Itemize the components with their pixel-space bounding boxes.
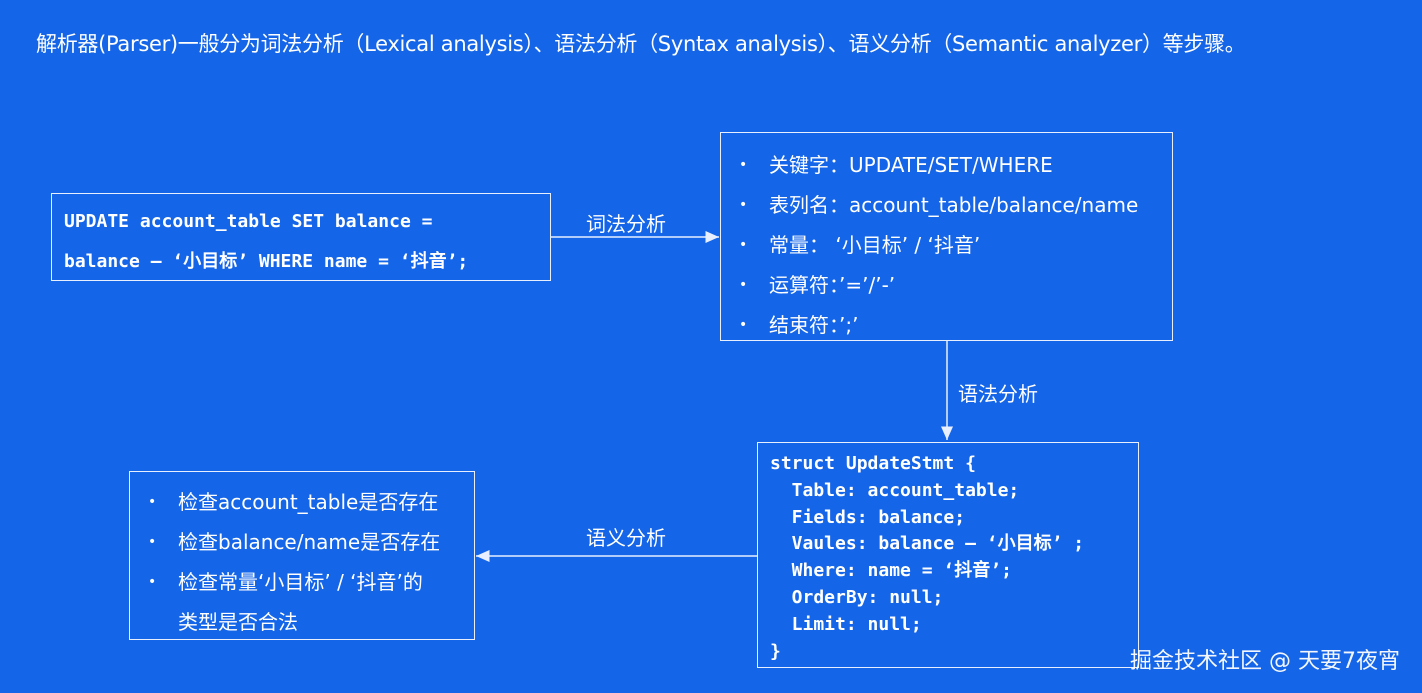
- bullet-icon: •: [739, 317, 748, 333]
- token-item: • 结束符：’;’: [737, 305, 1156, 345]
- bullet-icon: •: [739, 157, 748, 173]
- bullet-icon: •: [148, 534, 157, 550]
- page-title: 解析器(Parser)一般分为词法分析（Lexical analysis）、语法…: [36, 32, 1246, 56]
- ast-line: OrderBy: null;: [770, 586, 944, 608]
- token-item-text: 关键字：UPDATE/SET/WHERE: [769, 153, 1053, 177]
- ast-line: Where: name = ‘抖音’;: [770, 560, 1012, 582]
- token-item: • 常量： ‘小目标’ / ‘抖音’: [737, 225, 1156, 265]
- sql-line-2: balance – ‘小目标’ WHERE name = ‘抖音’;: [64, 251, 469, 272]
- token-item-text: 运算符：’=’/’-’: [769, 273, 896, 297]
- bullet-icon: •: [739, 197, 748, 213]
- ast-struct-box: struct UpdateStmt { Table: account_table…: [757, 442, 1139, 668]
- token-item: • 表列名：account_table/balance/name: [737, 185, 1156, 225]
- bullet-icon: •: [739, 277, 748, 293]
- ast-line: }: [770, 640, 781, 662]
- ast-line: Table: account_table;: [770, 479, 1020, 501]
- bullet-icon: •: [739, 237, 748, 253]
- bullet-icon: •: [148, 574, 157, 590]
- check-item: • 检查account_table是否存在: [146, 482, 458, 522]
- watermark: 掘金技术社区 @ 天要7夜宵: [1130, 649, 1400, 674]
- ast-line: struct UpdateStmt {: [770, 453, 976, 474]
- token-item: • 运算符：’=’/’-’: [737, 265, 1156, 305]
- lexical-analysis-label: 词法分析: [586, 212, 666, 236]
- check-item: • 检查常量‘小目标’ / ‘抖音’的: [146, 562, 458, 602]
- sql-line-1: UPDATE account_table SET balance =: [64, 211, 433, 232]
- semantic-analysis-label: 语义分析: [586, 526, 666, 550]
- check-item-text: 检查常量‘小目标’ / ‘抖音’的: [178, 570, 423, 594]
- ast-line: Limit: null;: [770, 613, 922, 635]
- semantic-checks-box: • 检查account_table是否存在 • 检查balance/name是否存在…: [129, 471, 475, 640]
- token-item-text: 常量： ‘小目标’ / ‘抖音’: [769, 233, 981, 257]
- token-item: • 关键字：UPDATE/SET/WHERE: [737, 145, 1156, 185]
- token-item-text: 结束符：’;’: [769, 313, 859, 337]
- token-item-text: 表列名：account_table/balance/name: [769, 193, 1139, 217]
- check-item-continuation: 类型是否合法: [178, 610, 298, 634]
- bullet-icon: •: [148, 494, 157, 510]
- ast-line: Fields: balance;: [770, 506, 966, 528]
- check-item: • 检查balance/name是否存在: [146, 522, 458, 562]
- ast-line: Vaules: balance – ‘小目标’ ;: [770, 533, 1085, 555]
- check-item-text: 检查balance/name是否存在: [178, 530, 441, 554]
- check-item-text: 检查account_table是否存在: [178, 490, 439, 514]
- tokens-box: • 关键字：UPDATE/SET/WHERE • 表列名：account_table…: [720, 132, 1173, 341]
- syntax-analysis-label: 语法分析: [958, 382, 1038, 406]
- sql-statement-box: UPDATE account_table SET balance = balan…: [51, 193, 551, 281]
